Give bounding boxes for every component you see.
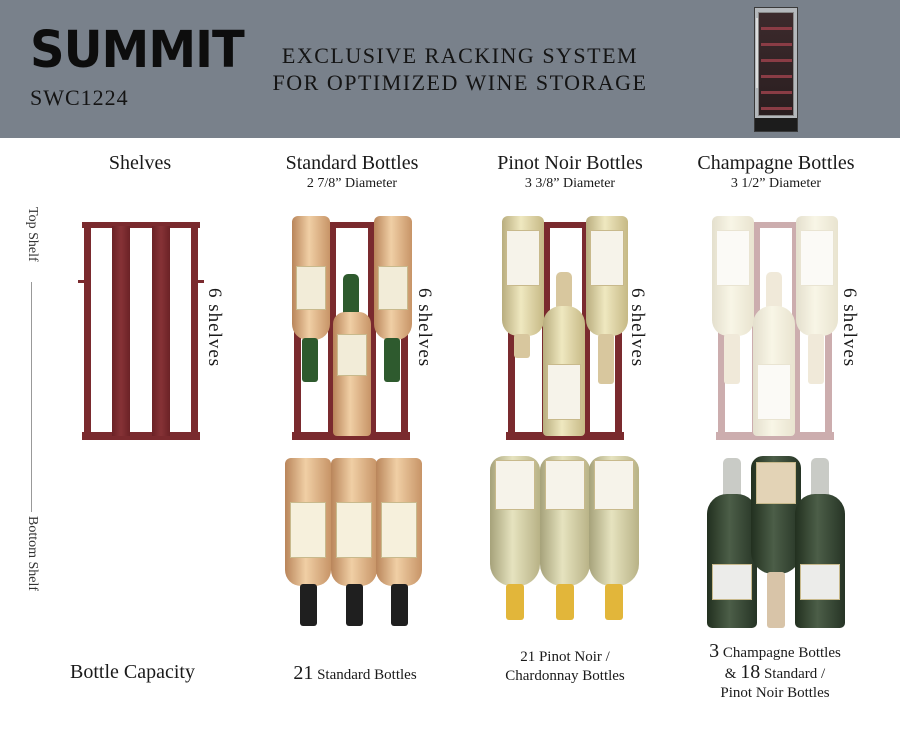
headline: EXCLUSIVE RACKING SYSTEM FOR OPTIMIZED W… [260, 42, 660, 96]
pinot-bottle-capsule [506, 584, 524, 620]
headline-line-1: EXCLUSIVE RACKING SYSTEM [281, 43, 639, 68]
model-number: SWC1224 [30, 85, 129, 110]
column-title-shelves: Shelves [108, 152, 172, 174]
capacity-pinot: 21 Pinot Noir / Chardonnay Bottles [470, 648, 660, 686]
standard-bottle [285, 458, 331, 586]
pinot-bottle [586, 216, 628, 336]
pinot-bottle [490, 456, 540, 586]
column-title-standard: Standard Bottles [285, 152, 419, 174]
column-subtitle-champagne: 3 1/2” Diameter [730, 176, 822, 191]
fridge-glass-door [758, 12, 794, 116]
standard-bottle-neck [346, 584, 363, 626]
shelf-count-shelves: 6 shelves [204, 288, 225, 368]
header-banner: SUMMIT SWC1224 EXCLUSIVE RACKING SYSTEM … [0, 0, 900, 138]
column-subtitle-pinot: 3 3/8” Diameter [524, 176, 616, 191]
column-title-champagne: Champagne Bottles [697, 152, 855, 174]
column-subtitle-standard: 2 7/8” Diameter [306, 176, 398, 191]
capacity-standard: 21 Standard Bottles [270, 662, 440, 685]
standard-bottle [333, 312, 371, 436]
standard-bottle-neck [391, 584, 408, 626]
champagne-bottle-foil [811, 458, 829, 498]
capacity-champagne-line-2: & 18 Standard / [724, 661, 826, 683]
standard-bottle-neck [343, 274, 359, 314]
fridge-base-grille [755, 118, 797, 131]
pinot-bottle-capsule [514, 334, 530, 358]
capacity-champagne-line-3: Pinot Noir Bottles [720, 685, 830, 701]
pinot-bottle [589, 456, 639, 586]
pinot-bottle-capsule [598, 334, 614, 384]
standard-bottle [331, 458, 377, 586]
wine-cooler-fridge-icon [754, 7, 798, 132]
pinot-bottle-capsule [556, 584, 574, 620]
headline-line-2: FOR OPTIMIZED WINE STORAGE [272, 70, 648, 95]
champagne-bottle-foil [767, 572, 785, 628]
pinot-bottle [543, 306, 585, 436]
standard-bottle-neck [300, 584, 317, 626]
empty-shelf-rack [78, 222, 204, 440]
capacity-standard-number: 21 [293, 662, 314, 684]
pinot-bottle [540, 456, 590, 586]
champagne-bottle-foil [723, 458, 741, 498]
pinot-bottle-capsule [556, 272, 572, 308]
standard-bottle-neck [302, 338, 318, 382]
fridge-handle [756, 18, 758, 88]
bottle-capacity-label: Bottle Capacity [70, 661, 195, 683]
capacity-standard-text: Standard Bottles [317, 667, 417, 683]
top-shelf-label: Top Shelf [25, 207, 40, 262]
standard-bottle [292, 216, 330, 340]
column-title-pinot: Pinot Noir Bottles [497, 152, 643, 174]
shelf-count-champagne: 6 shelves [839, 288, 860, 368]
capacity-pinot-line-2: Chardonnay Bottles [505, 668, 625, 684]
shelf-count-standard: 6 shelves [414, 288, 435, 368]
brand-logo: SUMMIT [30, 20, 245, 80]
standard-bottle-neck [384, 338, 400, 382]
standard-bottle [376, 458, 422, 586]
capacity-pinot-line-1: 21 Pinot Noir / [520, 649, 610, 665]
pinot-bottle [502, 216, 544, 336]
shelf-count-pinot: 6 shelves [627, 288, 648, 368]
capacity-champagne-line-1: 3 Champagne Bottles [709, 640, 841, 662]
champagne-bottle [751, 456, 801, 574]
pinot-bottle-capsule [605, 584, 623, 620]
champagne-bottle [707, 494, 757, 628]
bottom-shelf-label: Bottom Shelf [25, 516, 40, 592]
champagne-bottle [795, 494, 845, 628]
standard-bottle [374, 216, 412, 340]
shelf-axis-line [31, 282, 32, 512]
capacity-champagne: 3 Champagne Bottles & 18 Standard / Pino… [680, 640, 870, 703]
